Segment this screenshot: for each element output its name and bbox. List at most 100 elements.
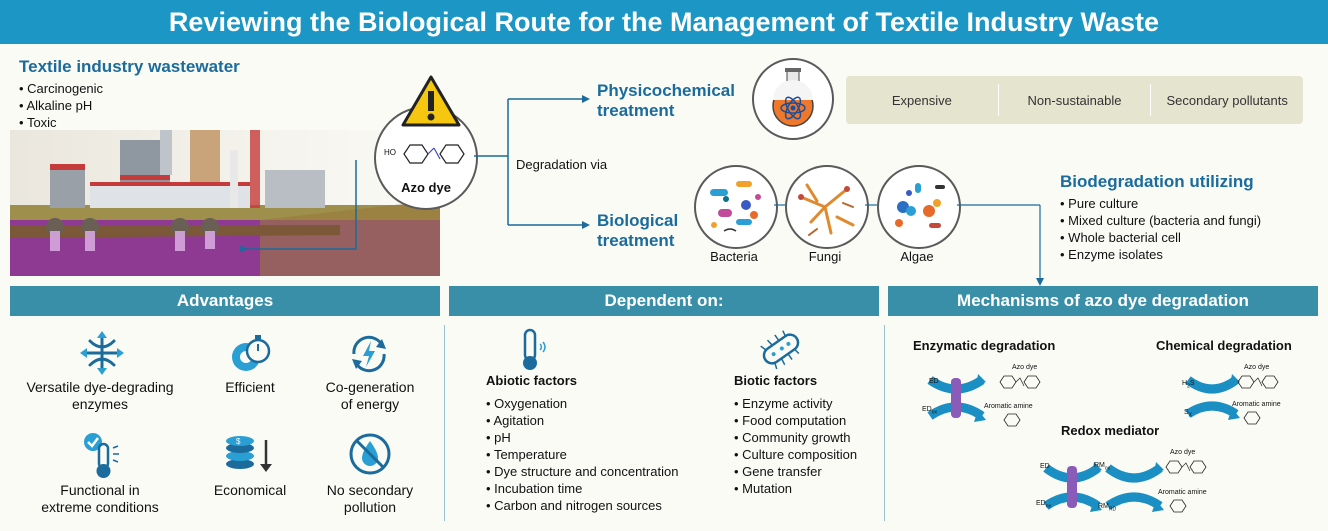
sx-label: SX <box>1184 409 1193 419</box>
advantage-label-5: No secondary pollution <box>326 482 414 515</box>
list-item: Temperature <box>486 446 678 463</box>
advantage-label-4: Economical <box>213 482 287 498</box>
list-item: Dye structure and concentration <box>486 463 678 480</box>
section-dependent: Dependent on: <box>449 286 879 316</box>
connector-lines <box>774 204 1044 286</box>
tag-secondary-pollutants: Secondary pollutants <box>1166 92 1288 108</box>
fungi-label: Fungi <box>808 249 842 264</box>
biotic-list: Enzyme activity Food computation Communi… <box>734 395 857 497</box>
biodegradation-heading: Biodegradation utilizing <box>1060 172 1254 191</box>
biological-label: Biological treatment <box>597 211 679 250</box>
no-pollution-icon <box>349 433 391 475</box>
azo-dye-small-label: Azo dye <box>1012 364 1038 371</box>
flask-circle <box>752 58 834 140</box>
algae-icon <box>895 183 945 228</box>
rm-rd-label: RMRD <box>1098 503 1117 513</box>
list-item: Agitation <box>486 412 678 429</box>
azo-dye-small-label: Azo dye <box>1244 364 1270 371</box>
bacteria-icon <box>710 181 761 232</box>
list-item: Carbon and nitrogen sources <box>486 497 678 514</box>
factory-illustration <box>10 90 440 276</box>
algae-circle <box>877 165 961 249</box>
list-item: Mutation <box>734 480 857 497</box>
section-advantages: Advantages <box>10 286 440 316</box>
chemical-arrows <box>1185 374 1240 420</box>
thermometer-check-icon <box>84 433 119 478</box>
thermometer-icon <box>523 328 546 370</box>
divider <box>884 325 885 521</box>
advantage-label-0: Versatile dye-degrading enzymes <box>26 379 174 412</box>
enzymatic-heading: Enzymatic degradation <box>913 338 1056 353</box>
fungi-icon <box>798 183 855 236</box>
ed-label: ED <box>929 378 939 385</box>
list-item: Carcinogenic <box>19 80 103 97</box>
ed-ox-label: EDox <box>922 406 938 416</box>
enzymatic-arrows <box>927 374 986 422</box>
branch-arrows <box>474 95 590 229</box>
aromatic-amine-label: Aromatic amine <box>1158 489 1207 496</box>
azo-molecule-small-icon <box>1237 375 1279 389</box>
bacteria-label: Bacteria <box>710 249 758 264</box>
aromatic-amine-icon <box>1243 411 1261 425</box>
tag-non-sustainable: Non-sustainable <box>1027 92 1122 108</box>
list-item: Community growth <box>734 429 857 446</box>
ho-label: HO <box>384 148 396 157</box>
list-item: Alkaline pH <box>19 97 103 114</box>
wastewater-list: Carcinogenic Alkaline pH Toxic <box>19 80 103 131</box>
degradation-via-label: Degradation via <box>516 157 608 172</box>
svg-text:$: $ <box>236 437 241 446</box>
advantage-label-3: Functional in extreme conditions <box>41 482 159 515</box>
ed-ox-label: EDox <box>1036 500 1052 510</box>
divider <box>444 325 445 521</box>
gear-stopwatch-icon <box>232 335 271 371</box>
redox-arrows <box>1043 462 1164 512</box>
warning-icon <box>401 75 461 127</box>
tag-expensive: Expensive <box>891 92 952 108</box>
list-item: Enzyme activity <box>734 395 857 412</box>
biotic-heading: Biotic factors <box>734 373 818 388</box>
bacterium-icon <box>760 330 800 369</box>
h2s-label: H2S <box>1182 380 1195 390</box>
fungi-circle <box>785 165 869 249</box>
energy-cycle-icon <box>352 335 386 373</box>
aromatic-amine-label: Aromatic amine <box>984 403 1033 410</box>
list-item: Enzyme isolates <box>1060 246 1261 263</box>
aromatic-amine-label: Aromatic amine <box>1232 401 1281 408</box>
list-item: pH <box>486 429 678 446</box>
list-item: Oxygenation <box>486 395 678 412</box>
biodegradation-list: Pure culture Mixed culture (bacteria and… <box>1060 195 1261 263</box>
azo-molecule-small-icon <box>1165 460 1207 474</box>
page-title: Reviewing the Biological Route for the M… <box>0 0 1328 44</box>
list-item: Pure culture <box>1060 195 1261 212</box>
abiotic-list: Oxygenation Agitation pH Temperature Dye… <box>486 395 678 514</box>
coins-icon: $ <box>226 436 272 472</box>
aromatic-amine-icon <box>1169 499 1187 513</box>
azo-molecule-small-icon <box>999 375 1041 389</box>
azo-dye-small-label: Azo dye <box>1170 449 1196 456</box>
list-item: Whole bacterial cell <box>1060 229 1261 246</box>
azo-molecule-icon <box>403 144 465 164</box>
rm-ox-label: RMox <box>1094 462 1111 472</box>
advantage-label-1: Efficient <box>225 379 275 395</box>
list-item: Gene transfer <box>734 463 857 480</box>
physicochemical-label: Physicochemical treatment <box>597 81 735 120</box>
list-item: Toxic <box>19 114 103 131</box>
abiotic-heading: Abiotic factors <box>486 373 578 388</box>
redox-heading: Redox mediator <box>1061 423 1160 438</box>
list-item: Incubation time <box>486 480 678 497</box>
list-item: Mixed culture (bacteria and fungi) <box>1060 212 1261 229</box>
azo-dye-label: Azo dye <box>401 180 451 195</box>
advantage-label-2: Co-generation of energy <box>325 379 415 412</box>
algae-label: Algae <box>900 249 934 264</box>
chemical-heading: Chemical degradation <box>1156 338 1292 353</box>
physicochemical-drawbacks: Expensive Non-sustainable Secondary poll… <box>846 76 1303 124</box>
section-mechanisms: Mechanisms of azo dye degradation <box>888 286 1318 316</box>
wastewater-heading: Textile industry wastewater <box>19 57 240 76</box>
dna-arrows-icon <box>80 331 124 375</box>
list-item: Food computation <box>734 412 857 429</box>
list-item: Culture composition <box>734 446 857 463</box>
aromatic-amine-icon <box>1003 413 1021 427</box>
flask-icon <box>772 68 814 127</box>
bacteria-circle <box>694 165 778 249</box>
ed-label: ED <box>1040 463 1050 470</box>
